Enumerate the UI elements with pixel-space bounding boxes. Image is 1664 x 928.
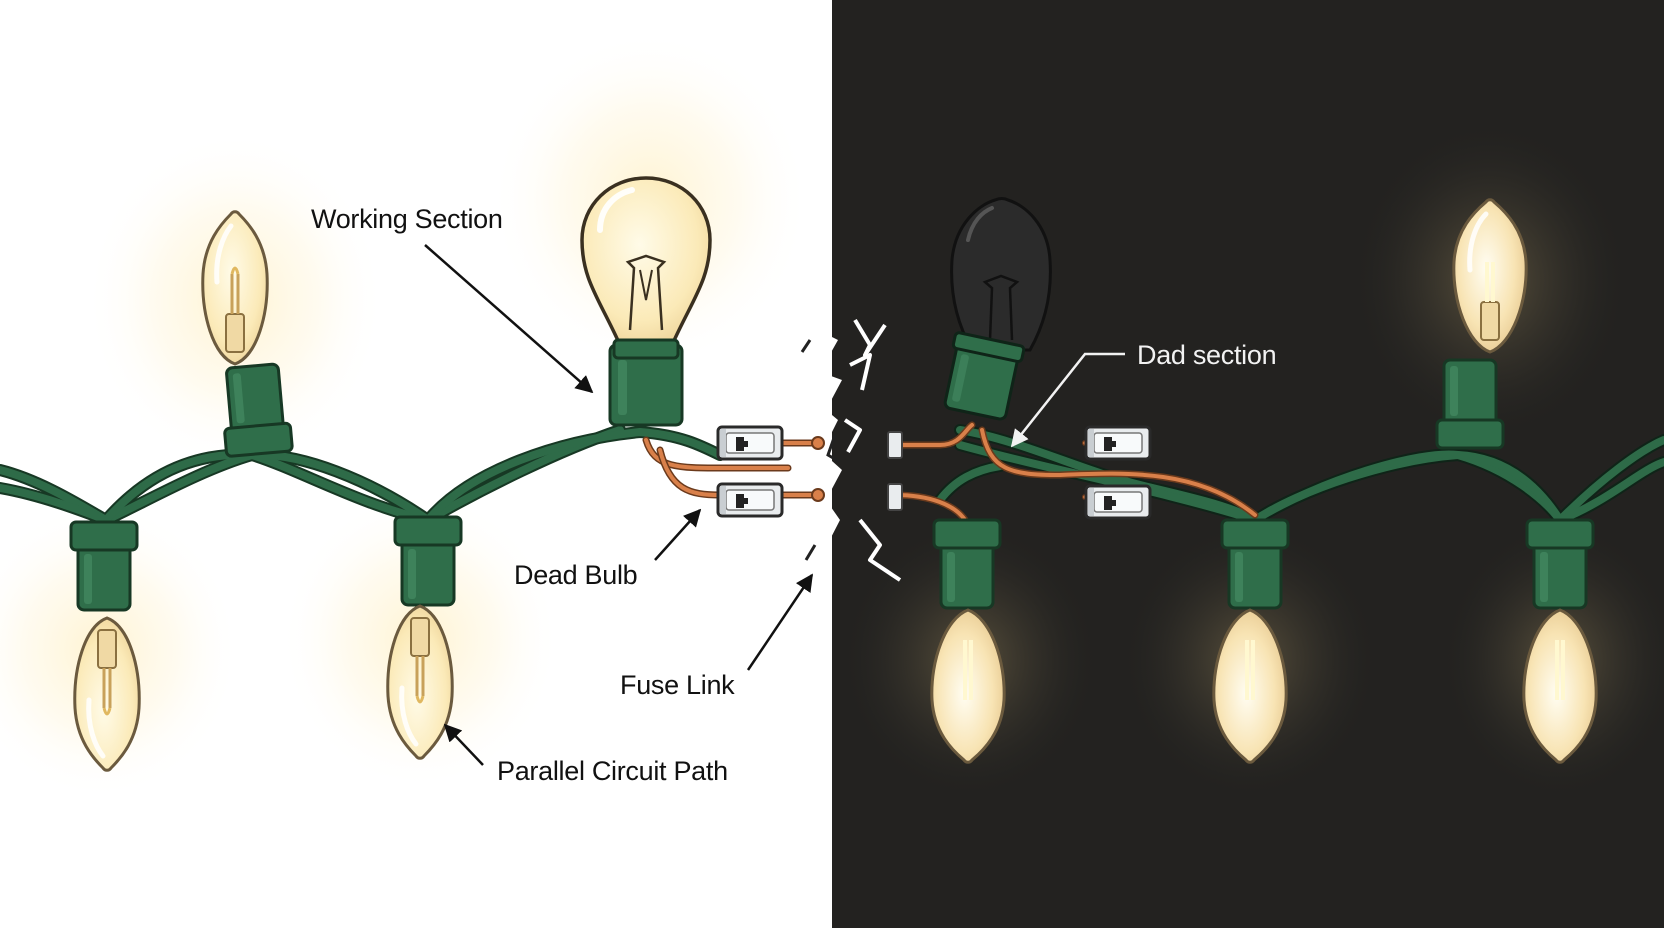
bulb-lower-right-2 <box>1212 518 1290 764</box>
socket-icon <box>932 518 1002 610</box>
socket-icon <box>69 520 139 612</box>
fuse-icon <box>716 482 784 518</box>
light-bulb-icon <box>950 197 1052 352</box>
light-bulb-icon <box>1522 608 1598 764</box>
socket-icon <box>393 515 463 607</box>
socket-icon <box>1435 358 1505 450</box>
socket-icon <box>1220 518 1290 610</box>
lightning-crack-icon <box>800 300 902 582</box>
arrow-pointer-icon <box>1010 352 1125 448</box>
socket-icon <box>1525 518 1595 610</box>
label-working-section: Working Section <box>311 204 503 234</box>
arrow-pointer-icon <box>654 508 702 561</box>
arrow-pointer-icon <box>443 723 484 766</box>
light-bulb-icon <box>1212 608 1288 764</box>
left-wire-harness <box>0 424 726 529</box>
light-bulb-icon <box>580 176 712 347</box>
label-fuse-link: Fuse Link <box>620 670 735 700</box>
bulb-lower-right-3 <box>1522 518 1598 764</box>
connector-icon <box>887 483 903 511</box>
annotation-arrows <box>424 244 1125 766</box>
main-bulb-working <box>580 176 712 427</box>
arrow-pointer-icon <box>424 244 594 394</box>
fuse-icon <box>716 425 784 461</box>
bulb-upper-right <box>1435 198 1528 450</box>
label-dead-bulb: Dead Bulb <box>514 560 637 590</box>
label-parallel-circuit-path: Parallel Circuit Path <box>497 756 728 786</box>
fuse-icon <box>1084 484 1152 520</box>
light-bulb-icon <box>930 608 1006 764</box>
arrow-pointer-icon <box>746 573 814 671</box>
connector-icon <box>887 431 903 459</box>
label-dad-section: Dad section <box>1137 340 1276 370</box>
dead-bulb <box>943 197 1052 421</box>
bulb-lower-right-1 <box>930 518 1006 764</box>
fuse-icon <box>1084 425 1152 461</box>
